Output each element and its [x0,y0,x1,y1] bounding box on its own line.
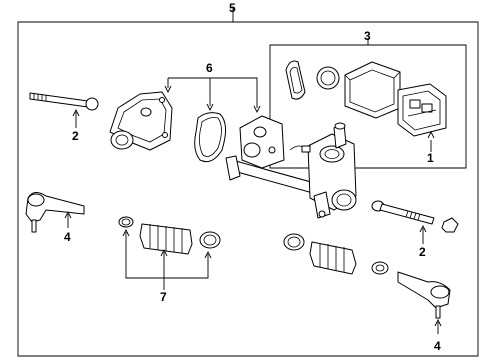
gear-housing-cover [109,91,173,151]
control-module-housing [344,61,401,119]
callout-3: 3 [364,29,371,43]
callout-2b: 2 [419,245,426,259]
callout-6: 6 [206,61,213,75]
outer-tie-rod-end-left [25,192,85,233]
inner-tie-rod-right [371,200,459,233]
outer-tie-rod-end-right [397,271,451,319]
boot-kit-left [118,216,221,255]
callout-7-bracket [122,228,212,290]
callout-1: 1 [427,151,434,165]
callout-7: 7 [160,290,167,304]
callout-6-bracket [164,77,261,114]
control-unit-part [397,83,447,137]
callout-4a: 4 [64,230,71,244]
o-ring-part [316,66,340,90]
gasket-part [285,60,306,100]
assembly-frame [17,8,479,357]
callout-1-arrow [427,130,435,139]
callout-2a: 2 [72,129,79,143]
steering-rack-assembly [225,115,357,219]
housing-gasket-seal [194,112,226,163]
callout-4b: 4 [434,339,441,353]
boot-kit-right [283,233,389,275]
inner-tie-rod-left [29,92,99,111]
callout-5: 5 [229,1,236,15]
